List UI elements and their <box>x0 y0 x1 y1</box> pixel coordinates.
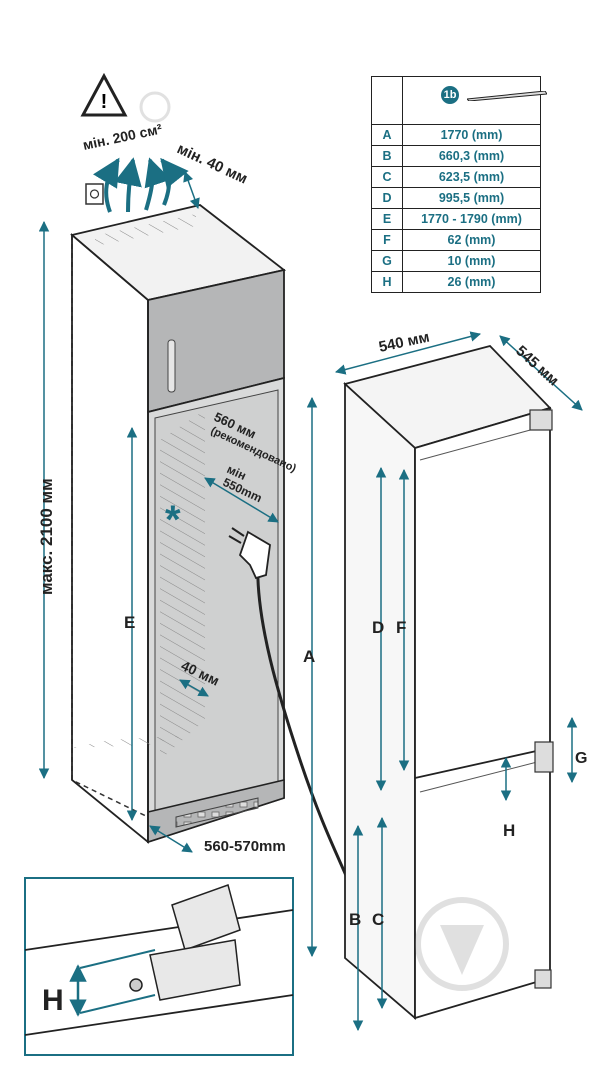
row-key: G <box>371 250 403 272</box>
row-key: F <box>371 229 403 251</box>
cabinet-handle <box>167 339 176 393</box>
inset-hinge-lower <box>149 939 241 1001</box>
power-cable <box>256 559 350 881</box>
inset-gap-bottom-line <box>79 994 156 1014</box>
air-arrow-1 <box>93 157 120 213</box>
row-key: C <box>371 166 403 188</box>
ventilation-area: ! мін. 200 см² <box>80 72 189 213</box>
upper-door-edge <box>419 425 546 461</box>
dim-c-label: C <box>372 910 384 929</box>
niche-width-label: 560-570mm <box>204 838 286 855</box>
part-header-cell: 1b <box>402 76 547 125</box>
row-value: 623,5 (mm) <box>402 166 541 188</box>
niche-cabinet <box>70 204 350 881</box>
row-key: H <box>371 271 403 293</box>
inset-gap-top-line <box>79 949 156 969</box>
niche-back-outline <box>71 235 151 819</box>
row-value: 10 (mm) <box>402 250 541 272</box>
plinth-vent <box>175 797 259 828</box>
top-gap-arrow <box>183 171 200 209</box>
air-arrow-4 <box>160 157 189 206</box>
door-split-line <box>414 747 551 779</box>
dim-f-label: F <box>396 618 406 637</box>
air-arrow-3 <box>144 157 172 211</box>
depth-arrow <box>204 477 279 523</box>
top-hinge <box>529 409 553 431</box>
top-gap-label: мін. 40 мм <box>174 140 250 187</box>
dim-a-label: A <box>303 647 315 666</box>
watermark-logo <box>139 91 509 991</box>
asterisk-mark: * <box>165 498 181 542</box>
row-value: 1770 - 1790 (mm) <box>402 208 541 230</box>
inset-hinge-upper <box>171 884 241 951</box>
niche-height-letter: E <box>124 613 135 632</box>
dim-g-label: G <box>575 750 587 767</box>
dim-b-label: B <box>349 910 361 929</box>
warning-icon <box>80 72 128 117</box>
max-height-label: макс. 2100 мм <box>37 478 56 595</box>
row-value: 1770 (mm) <box>402 124 541 146</box>
middle-hinge <box>534 741 554 773</box>
power-plug-icon <box>228 527 271 580</box>
row-key: D <box>371 187 403 209</box>
niche-left-side <box>71 233 149 844</box>
svg-text:!: ! <box>101 91 108 113</box>
fridge-depth-arrow <box>499 335 583 411</box>
part-badge: 1b <box>441 86 459 104</box>
table-header-row: 1b <box>371 76 547 125</box>
vent-area-text: мін. 200 см² <box>81 120 163 152</box>
dim-h-label: H <box>503 821 515 840</box>
row-value: 995,5 (mm) <box>402 187 541 209</box>
hinge-detail-inset: H <box>24 877 294 1056</box>
row-key: B <box>371 145 403 167</box>
mounting-strip-icon <box>467 91 547 101</box>
bottom-hinge <box>534 969 552 989</box>
fridge-width-arrow <box>334 331 482 375</box>
lower-door-edge <box>419 759 546 793</box>
inset-h-label: H <box>42 984 64 1017</box>
row-value: 62 (mm) <box>402 229 541 251</box>
row-key: E <box>371 208 403 230</box>
niche-width-arrow <box>149 825 193 853</box>
wall-socket-icon <box>85 183 104 205</box>
row-key: A <box>371 124 403 146</box>
top-vent-gap <box>95 214 196 246</box>
side-gap-arrow <box>179 679 209 697</box>
air-arrow-2 <box>114 157 142 213</box>
row-value: 660,3 (mm) <box>402 145 541 167</box>
dim-d-label: D <box>372 618 384 637</box>
fridge-width-label: 540 мм <box>377 329 431 356</box>
side-hatch <box>160 410 205 760</box>
row-value: 26 (mm) <box>402 271 541 293</box>
